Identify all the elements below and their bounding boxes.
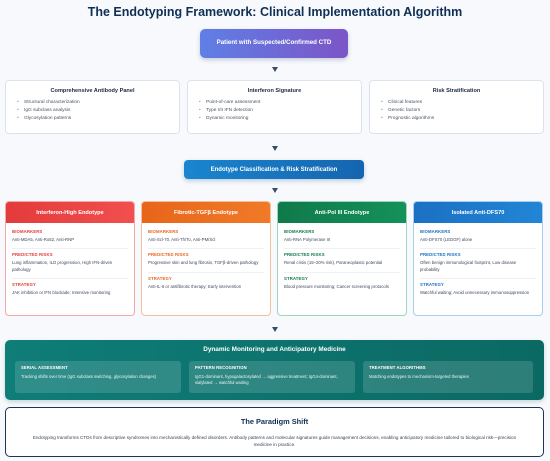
section-label-risks: PREDICTED RISKS — [420, 252, 461, 258]
section-label-strategy: STRATEGY — [420, 281, 444, 287]
classification-node: Endotype Classification & Risk Stratific… — [184, 160, 364, 179]
assessment-risk-stratification: Risk Stratification Clinical features Ge… — [369, 80, 544, 134]
endotype-header: Anti-Pol III Endotype — [278, 202, 406, 223]
endotype-strategy: Watchful waiting; Avoid unnecessary immu… — [420, 289, 530, 295]
assessment-title: Comprehensive Antibody Panel — [50, 88, 135, 94]
section-label-strategy: STRATEGY — [148, 275, 172, 281]
assessment-antibody-panel: Comprehensive Antibody Panel Structural … — [5, 80, 180, 134]
endotype-strategy: Blood pressure monitoring; Cancer screen… — [284, 283, 389, 289]
assessment-item: Type I/II IFN detection — [198, 107, 351, 115]
divider — [420, 277, 536, 279]
monitoring-card-text: Tracking shifts over time (IgG subclass … — [21, 374, 157, 379]
section-label-biomarkers: BIOMARKERS — [420, 229, 451, 234]
paradigm-title: The Paradigm Shift — [240, 417, 309, 426]
endotype-header: Fibrotic-TGFβ Endotype — [142, 202, 270, 223]
section-label-biomarkers: BIOMARKERS — [284, 229, 315, 234]
assessment-interferon-signature: Interferon Signature Point-of-care asses… — [187, 80, 362, 134]
flow-arrow-2 — [272, 146, 278, 151]
monitoring-card-text: Matching endotypes to mechanism-targeted… — [369, 374, 469, 379]
endotype-header: Interferon-High Endotype — [6, 202, 134, 223]
endotype-risks: Progressive skin and lung fibrosis, TGFβ… — [148, 260, 259, 266]
flow-arrow-3 — [272, 188, 278, 193]
endotype-strategy: Anti-IL-6 or antifibrotic therapy; Early… — [148, 283, 242, 289]
endotype-biomarkers: Anti-MDA5, Anti-Ro52, Anti-RNP — [12, 237, 75, 242]
section-label-risks: PREDICTED RISKS — [148, 252, 189, 258]
monitoring-card-title: PATTERN RECOGNITION — [195, 365, 247, 370]
monitoring-card-serial: SERIAL ASSESSMENT Tracking shifts over t… — [15, 361, 181, 393]
divider — [284, 248, 400, 250]
assessment-item: Genetic factors — [380, 107, 533, 115]
section-label-strategy: STRATEGY — [12, 281, 36, 287]
monitoring-card-text: IgG1-dominant, hypogalactosylated → aggr… — [195, 374, 338, 386]
assessment-item: Glycosylation patterns — [16, 115, 169, 123]
section-label-risks: PREDICTED RISKS — [12, 252, 53, 258]
endotype-biomarkers: Anti-DFS70 (LEDGF) alone — [420, 237, 473, 242]
divider — [420, 248, 536, 250]
page-title: The Endotyping Framework: Clinical Imple… — [87, 5, 463, 19]
divider — [148, 248, 264, 250]
section-label-biomarkers: BIOMARKERS — [148, 229, 179, 234]
endotype-strategy: JAK inhibition or IFN blockade; Intensiv… — [12, 289, 111, 295]
endotype-biomarkers: Anti-RNA Polymerase III — [284, 237, 331, 242]
assessment-item: Dynamic monitoring — [198, 115, 351, 123]
assessment-title: Risk Stratification — [432, 88, 481, 94]
monitoring-card-title: SERIAL ASSESSMENT — [21, 365, 68, 370]
monitoring-card-title: TREATMENT ALGORITHMS — [369, 365, 426, 370]
assessment-item: Structural characterization — [16, 99, 169, 107]
section-label-biomarkers: BIOMARKERS — [12, 229, 43, 234]
monitoring-panel: Dynamic Monitoring and Anticipatory Medi… — [5, 340, 544, 400]
paradigm-panel: The Paradigm Shift Endotyping transforms… — [5, 407, 544, 457]
divider — [12, 248, 128, 250]
flow-arrow-4 — [272, 327, 278, 332]
divider — [284, 271, 400, 273]
monitoring-card-treatment: TREATMENT ALGORITHMS Matching endotypes … — [363, 361, 533, 393]
start-node: Patient with Suspected/Confirmed CTD — [200, 29, 348, 58]
section-label-strategy: STRATEGY — [284, 275, 308, 281]
section-label-risks: PREDICTED RISKS — [284, 252, 325, 258]
divider — [12, 277, 128, 279]
endotype-risks: Renal crisis (15–20% risk), Paraneoplast… — [284, 260, 383, 266]
flow-arrow-1 — [272, 67, 278, 72]
paradigm-text: Endotyping transforms CTDs from descript… — [32, 435, 517, 447]
monitoring-title: Dynamic Monitoring and Anticipatory Medi… — [203, 346, 346, 353]
endotype-risks: Often benign immunological footprint, Lo… — [420, 260, 517, 272]
endotype-risks: Lung inflammation, ILD progression, High… — [12, 260, 113, 272]
assessment-item: Point-of-care assessment — [198, 99, 351, 107]
assessment-item: Clinical features — [380, 99, 533, 107]
endotype-header: Isolated Anti-DFS70 — [414, 202, 542, 223]
assessment-title: Interferon Signature — [247, 88, 302, 94]
divider — [148, 271, 264, 273]
assessment-item: Prognostic algorithms — [380, 115, 533, 123]
monitoring-card-pattern: PATTERN RECOGNITION IgG1-dominant, hypog… — [189, 361, 355, 393]
endotype-biomarkers: Anti-Scl-70, Anti-Th/To, Anti-PM/Scl — [148, 237, 216, 242]
assessment-item: IgG subclass analysis — [16, 107, 169, 115]
